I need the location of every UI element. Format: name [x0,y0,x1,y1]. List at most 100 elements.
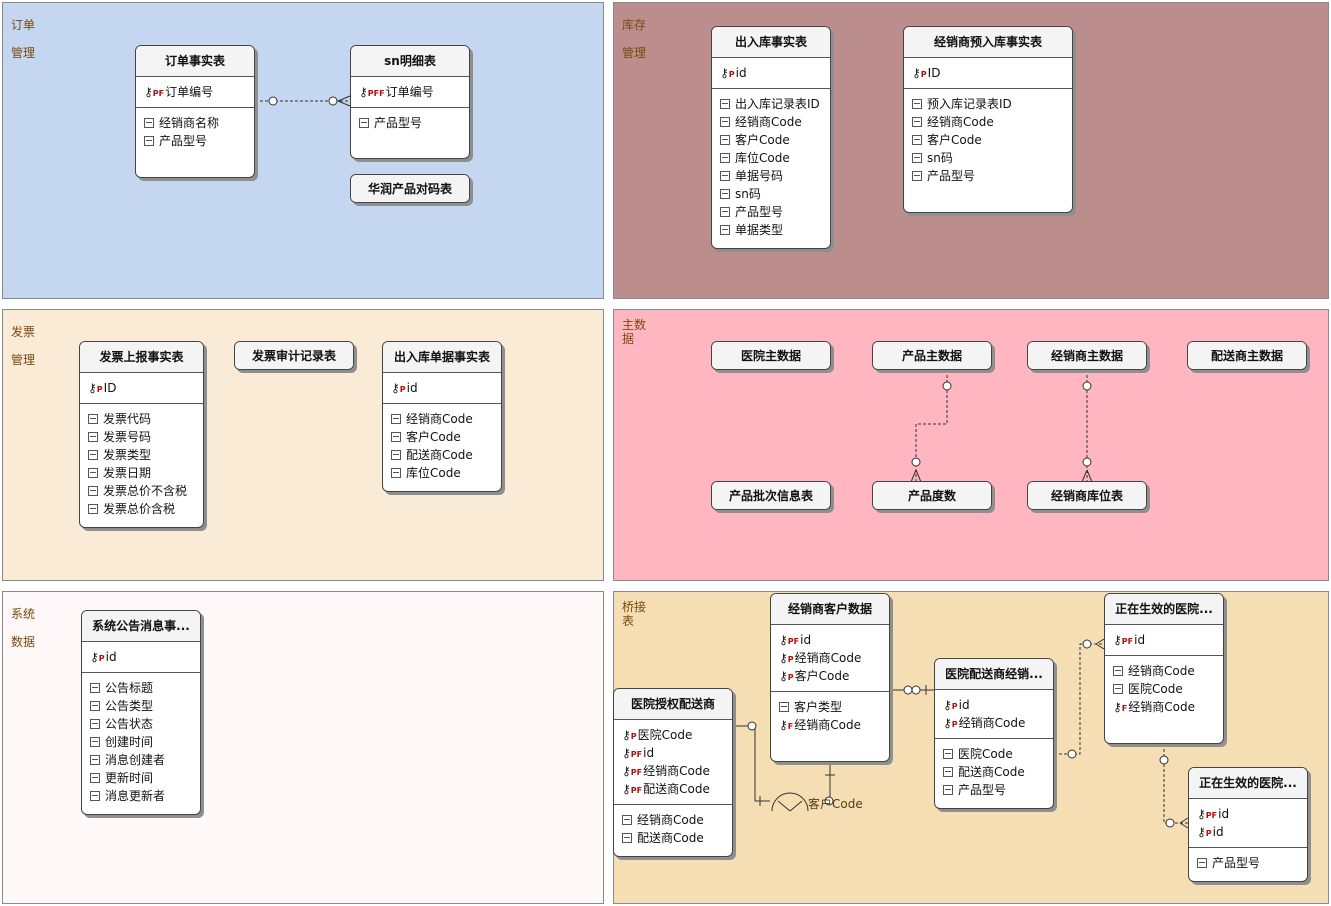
optional-marker [1082,457,1092,467]
attribute-row: sn码 [720,185,830,203]
column-icon [1113,666,1123,676]
attribute-name: 经销商名称 [159,116,220,130]
column-icon [88,414,98,424]
attribute-name: 发票日期 [103,466,152,480]
region-label: 数据 [11,635,36,649]
column-icon [720,135,730,145]
attribute-name: 发票总价含税 [103,502,176,516]
entity-hospital[interactable]: 医院主数据 [711,341,831,370]
region-label: 据 [622,332,635,346]
attribute-row: 单据号码 [720,167,830,185]
attribute-row: 客户Code [912,131,1072,149]
attribute-name: 产品型号 [374,116,423,130]
attribute-row: 客户Code [391,428,501,446]
attribute-name: 创建时间 [105,735,154,749]
column-icon [720,225,730,235]
entity-inout-doc[interactable]: 出入库单据事实表Pid经销商Code客户Code配送商Code库位Code [382,341,502,492]
column-icon [720,189,730,199]
column-icon [391,450,401,460]
entity-order-fact[interactable]: 订单事实表PF订单编号经销商名称产品型号 [135,45,255,178]
entity-notice[interactable]: 系统公告消息事...Pid公告标题公告类型公告状态创建时间消息创建者更新时间消息… [81,610,201,815]
column-icon [88,450,98,460]
column-icon [359,118,369,128]
entity-sn-detail[interactable]: sn明细表PFF订单编号产品型号 [350,45,470,159]
attribute-row: 医院Code [1113,680,1223,698]
entity-hosp-auth[interactable]: 医院授权配送商P医院CodePFidPF经销商CodePF配送商Code经销商C… [613,688,733,857]
attribute-name: 经销商Code [794,651,862,665]
attribute-name: 产品型号 [735,205,784,219]
key-attribute: Pid [1197,823,1307,841]
attribute-name: 出入库记录表ID [735,97,820,111]
entity-product-degree[interactable]: 产品度数 [872,481,992,510]
crow-foot [337,95,351,107]
entity-inout-fact[interactable]: 出入库事实表Pid出入库记录表ID经销商Code客户Code库位Code单据号码… [711,26,831,249]
entity-product[interactable]: 产品主数据 [872,341,992,370]
key-attribute: PFid [622,744,732,762]
entity-title: 订单事实表 [136,46,254,77]
primary-key-section: PF订单编号 [136,77,254,108]
optional-marker [911,685,921,695]
key-icon: P [943,714,958,732]
optional-marker [328,96,338,106]
attribute-name: 经销商Code [1128,700,1195,714]
entity-active-2[interactable]: 正在生效的医院...PFidPid产品型号 [1188,767,1308,882]
attribute-section: 公告标题公告类型公告状态创建时间消息创建者更新时间消息更新者 [82,673,200,809]
entity-invoice-fact[interactable]: 发票上报事实表PID发票代码发票号码发票类型发票日期发票总价不含税发票总价含税 [79,341,204,528]
entity-invoice-audit[interactable]: 发票审计记录表 [234,341,354,370]
attribute-row: 产品型号 [359,114,469,132]
column-icon [88,432,98,442]
attribute-name: 配送商Code [637,831,704,845]
column-icon [88,486,98,496]
entity-huarun-code[interactable]: 华润产品对码表 [350,174,470,203]
column-icon [912,135,922,145]
column-icon [90,719,100,729]
column-icon [144,118,154,128]
optional-marker [1159,755,1169,765]
column-icon [720,171,730,181]
attribute-row: 经销商Code [622,811,732,829]
entity-dealer-pre[interactable]: 经销商预入库事实表PID预入库记录表ID经销商Code客户Codesn码产品型号 [903,26,1073,213]
entity-dealer-customer[interactable]: 经销商客户数据PFidP经销商CodeP客户Code客户类型F经销商Code [770,593,890,762]
column-icon [391,432,401,442]
key-attribute: PID [912,64,1072,82]
column-icon [88,468,98,478]
attribute-name: 订单编号 [165,85,214,99]
primary-key-section: PidP经销商Code [935,690,1053,739]
entity-hosp-dist[interactable]: 医院配送商经销...PidP经销商Code医院Code配送商Code产品型号 [934,658,1054,809]
entity-dealer-location[interactable]: 经销商库位表 [1027,481,1147,510]
attribute-name: id [1212,825,1224,839]
attribute-name: 医院Code [1128,682,1183,696]
entity-title: 经销商库位表 [1028,482,1146,509]
column-icon [943,767,953,777]
column-icon [912,153,922,163]
column-icon [943,785,953,795]
column-icon [88,504,98,514]
entity-dealer[interactable]: 经销商主数据 [1027,341,1147,370]
region-label: 系统 [11,607,36,621]
attribute-name: 产品型号 [927,169,976,183]
entity-title: 医院授权配送商 [614,689,732,720]
attribute-row: 医院Code [943,745,1053,763]
key-attribute: PFid [1197,805,1307,823]
region-order: 订单管理 [2,2,604,299]
column-icon [622,833,632,843]
attribute-name: id [958,698,970,712]
attribute-section: 发票代码发票号码发票类型发票日期发票总价不含税发票总价含税 [80,404,203,522]
attribute-name: 经销商Code [735,115,802,129]
attribute-row: 产品型号 [1197,854,1307,872]
relationship-line [915,370,948,482]
key-icon: P [90,648,105,666]
entity-batch[interactable]: 产品批次信息表 [711,481,831,510]
entity-distributor[interactable]: 配送商主数据 [1187,341,1307,370]
attribute-name: 发票总价不含税 [103,484,188,498]
entity-active-1[interactable]: 正在生效的医院...PFid经销商Code医院CodeF经销商Code [1104,593,1224,744]
attribute-row: 配送商Code [943,763,1053,781]
region-label: 表 [622,614,635,628]
column-icon [90,701,100,711]
attribute-row: 库位Code [720,149,830,167]
attribute-section: 产品型号 [351,108,469,136]
key-attribute: P经销商Code [943,714,1053,732]
